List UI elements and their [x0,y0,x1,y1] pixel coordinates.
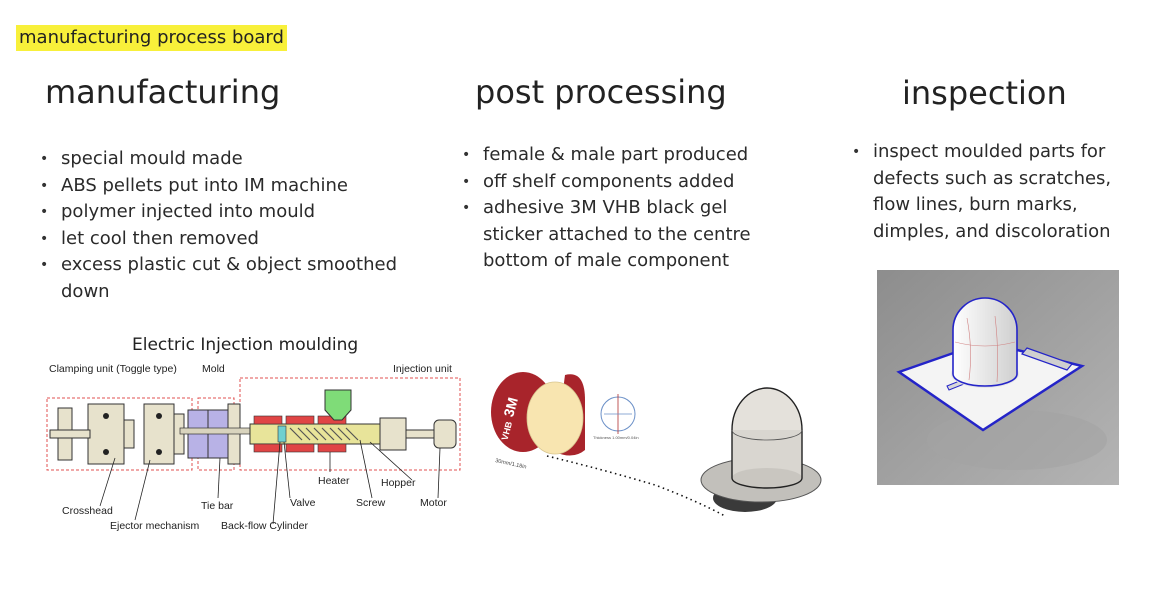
label-valve: Valve [290,497,316,509]
bullet-item: ABS pellets put into IM machine [40,173,400,200]
label-hopper: Hopper [381,477,416,489]
heading-manufacturing: manufacturing [45,73,281,111]
board-title: manufacturing process board [16,25,287,51]
heading-inspection: inspection [902,74,1067,112]
label-mold: Mold [202,363,225,375]
bullet-item: excess plastic cut & object smoothed dow… [40,252,400,305]
sticker-thickness-label: Thickness 1.00mm/0.04in [593,435,639,440]
label-back-flow-cylinder: Back-flow Cylinder [221,520,308,532]
label-heater: Heater [318,475,350,487]
manufacturing-bullets: special mould made ABS pellets put into … [40,146,400,305]
bullet-item: let cool then removed [40,226,400,253]
bullet-item: adhesive 3M VHB black gel sticker attach… [462,195,772,275]
injection-moulding-diagram: Clamping unit (Toggle type) Mold Injecti… [46,363,461,532]
diagram-title: Electric Injection moulding [132,335,359,355]
label-screw: Screw [356,497,386,509]
sticker-brand-text: 3M [500,396,520,419]
post-processing-bullets: female & male part produced off shelf co… [462,142,772,275]
bullet-item: off shelf components added [462,169,772,196]
label-crosshead: Crosshead [62,505,113,517]
bullet-item: inspect moulded parts for defects such a… [852,139,1114,245]
label-motor: Motor [420,497,447,509]
bullet-item: female & male part produced [462,142,772,169]
bullet-item: polymer injected into mould [40,199,400,226]
sticker-size-label: 30mm/1.18in [495,458,527,470]
sticker-and-part-illustration: 3M VHB 30mm/1.18in Thickness 1.00mm/0.04… [491,372,822,517]
inspection-render-image [877,270,1119,485]
label-tie-bar: Tie bar [201,500,234,512]
label-clamping-unit: Clamping unit (Toggle type) [49,363,177,375]
bullet-item: special mould made [40,146,400,173]
heading-post-processing: post processing [475,73,727,111]
label-ejector-mechanism: Ejector mechanism [110,520,200,532]
inspection-bullets: inspect moulded parts for defects such a… [852,139,1114,245]
label-injection-unit: Injection unit [393,363,452,375]
sticker-liner-icon [526,381,584,455]
sticker-brand-side-text: VHB [500,420,515,441]
